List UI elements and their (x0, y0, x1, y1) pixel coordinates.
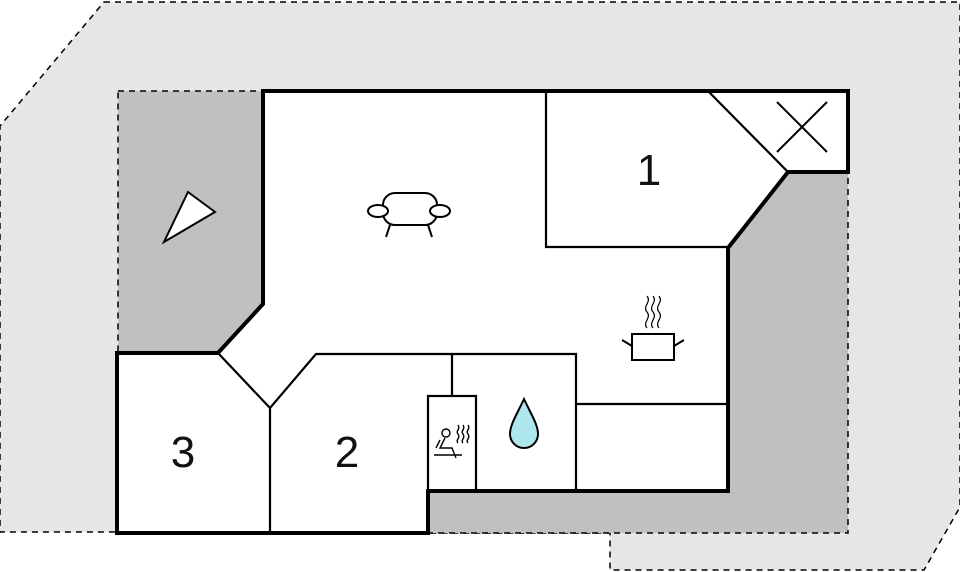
cooking-pot-icon (621, 295, 685, 361)
room-3-label: 3 (171, 428, 195, 477)
crossed-box-icon (776, 101, 828, 153)
sofa-icon (367, 192, 451, 238)
water-drop-icon (508, 396, 540, 449)
room-2-label: 2 (335, 428, 359, 477)
sauna-icon (434, 424, 470, 459)
room-1-label: 1 (637, 146, 661, 195)
compass-triangle-icon (161, 190, 217, 245)
interior-walls (217, 90, 788, 533)
